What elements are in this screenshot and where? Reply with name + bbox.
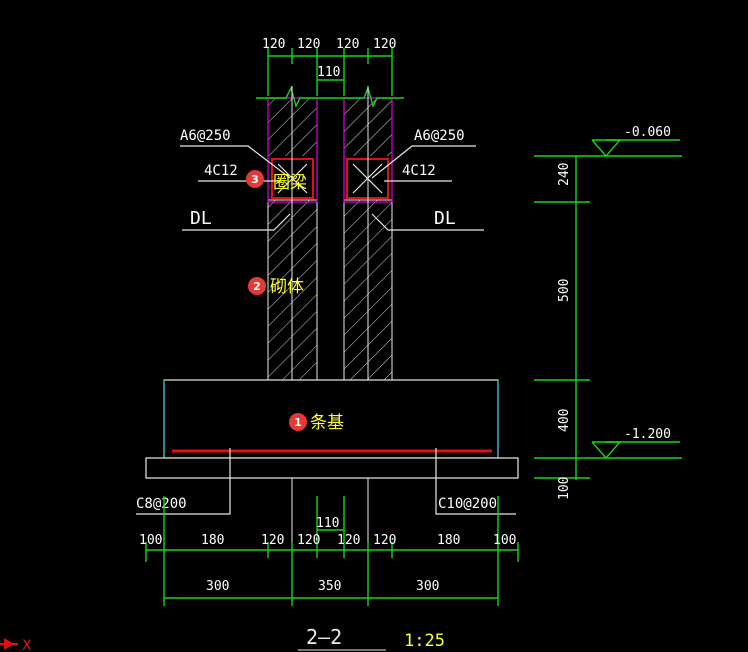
elevation-marker-bottom bbox=[591, 441, 622, 460]
blinding-layer bbox=[145, 457, 519, 479]
top-dimensions: 120 120 120 120 110 bbox=[262, 37, 396, 96]
wall-structure bbox=[145, 85, 519, 548]
label-stirrup-left: A6@250 bbox=[180, 128, 231, 144]
section-label: 2—2 bbox=[306, 625, 342, 649]
dim-top-2: 120 bbox=[297, 37, 320, 52]
dim-bottom-8: 100 bbox=[493, 533, 516, 548]
label-rebar-right: 4C12 bbox=[402, 163, 436, 179]
label-dl-left: DL bbox=[190, 208, 212, 229]
label-footing-right: C10@200 bbox=[438, 496, 497, 512]
label-dl-right: DL bbox=[434, 208, 456, 229]
bottom-dimensions: 100 180 120 120 120 120 180 100 110 300 … bbox=[139, 496, 519, 606]
dim-total-2: 350 bbox=[318, 579, 341, 594]
dim-top-4: 120 bbox=[373, 37, 396, 52]
callout-badge-3 bbox=[246, 170, 264, 188]
callout-badge-2 bbox=[248, 277, 266, 295]
dim-right-3: 400 bbox=[557, 409, 572, 432]
dim-bottom-7: 180 bbox=[437, 533, 460, 548]
dim-total-3: 300 bbox=[416, 579, 439, 594]
dim-top-3: 120 bbox=[336, 37, 359, 52]
label-footing-left: C8@200 bbox=[136, 496, 187, 512]
elevation-top: -0.060 bbox=[624, 125, 671, 140]
elevation-bottom: -1.200 bbox=[624, 427, 671, 442]
dim-right-4: 100 bbox=[557, 477, 572, 500]
callout-1[interactable]: 1 条基 bbox=[289, 413, 344, 433]
callout-num-2: 2 bbox=[253, 280, 261, 293]
callout-badge-1 bbox=[289, 413, 307, 431]
callout-num-3: 3 bbox=[251, 173, 259, 186]
dim-bottom-1: 100 bbox=[139, 533, 162, 548]
ucs-x-label: X bbox=[22, 638, 32, 652]
callout-2[interactable]: 2 砌体 bbox=[248, 277, 304, 297]
dim-total-1: 300 bbox=[206, 579, 229, 594]
callout-label-3: 圈梁 bbox=[273, 173, 307, 193]
ucs-axis-icon: X bbox=[0, 638, 32, 652]
break-line bbox=[256, 85, 404, 108]
label-rebar-left: 4C12 bbox=[204, 163, 238, 179]
callout-num-1: 1 bbox=[294, 416, 302, 429]
callout-label-2: 砌体 bbox=[270, 277, 304, 297]
annotations: A6@250 A6@250 4C12 4C12 DL DL C8@200 C10… bbox=[136, 128, 516, 515]
section-scale: 1:25 bbox=[404, 631, 445, 651]
dim-bottom-center: 110 bbox=[316, 516, 339, 531]
elevation-marker-top bbox=[591, 139, 622, 158]
right-dimensions: -0.060 -1.200 240 500 400 100 bbox=[534, 125, 682, 500]
label-stirrup-right: A6@250 bbox=[414, 128, 465, 144]
dim-right-2: 500 bbox=[557, 279, 572, 302]
section-title: 2—2 1:25 bbox=[298, 625, 445, 651]
dim-bottom-3: 120 bbox=[261, 533, 284, 548]
callout-3[interactable]: 3 圈梁 bbox=[246, 170, 307, 193]
dim-bottom-5: 120 bbox=[337, 533, 360, 548]
dim-bottom-2: 180 bbox=[201, 533, 224, 548]
dim-bottom-4: 120 bbox=[297, 533, 320, 548]
dim-top-center: 110 bbox=[317, 65, 340, 80]
callout-label-1: 条基 bbox=[310, 413, 344, 433]
dim-bottom-6: 120 bbox=[373, 533, 396, 548]
dim-top-1: 120 bbox=[262, 37, 285, 52]
dim-right-1: 240 bbox=[557, 163, 572, 186]
